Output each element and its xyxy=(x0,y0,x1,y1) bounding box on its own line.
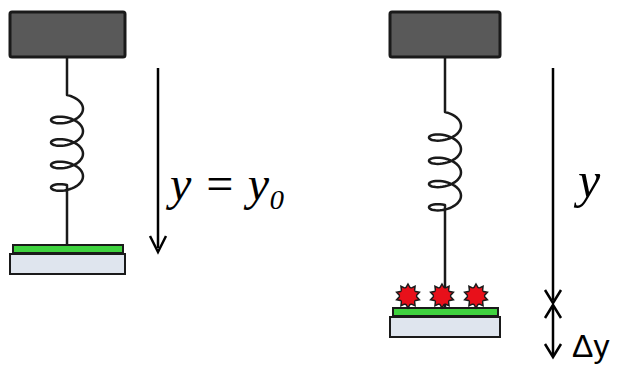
delta-label: Δy xyxy=(572,330,609,362)
distance-arrow xyxy=(552,68,555,300)
molecule-spikes xyxy=(431,284,454,308)
distance-label: y xyxy=(578,155,600,205)
molecule-spikes xyxy=(465,284,488,308)
molecule-core xyxy=(468,288,484,304)
analyte-molecule xyxy=(397,284,420,308)
distance-label: y = y₀ xyxy=(170,160,286,208)
analyte-molecule xyxy=(465,284,488,308)
delta-arrow xyxy=(552,306,555,356)
support-block xyxy=(10,12,125,57)
substrate-plate xyxy=(390,317,500,337)
arrow-head xyxy=(545,290,561,303)
analyte-molecule xyxy=(431,284,454,308)
molecule-core xyxy=(400,288,416,304)
arrow-head xyxy=(150,236,166,252)
molecule-spikes xyxy=(397,284,420,308)
substrate-plate xyxy=(10,254,125,274)
support-block xyxy=(390,12,500,57)
arrow-head xyxy=(545,344,561,357)
spring-coil xyxy=(429,57,461,308)
sensor-layer xyxy=(13,245,123,253)
distance-arrow xyxy=(157,68,160,248)
molecule-core xyxy=(434,288,450,304)
sensor-layer xyxy=(393,308,498,316)
spring-coil xyxy=(51,57,83,245)
